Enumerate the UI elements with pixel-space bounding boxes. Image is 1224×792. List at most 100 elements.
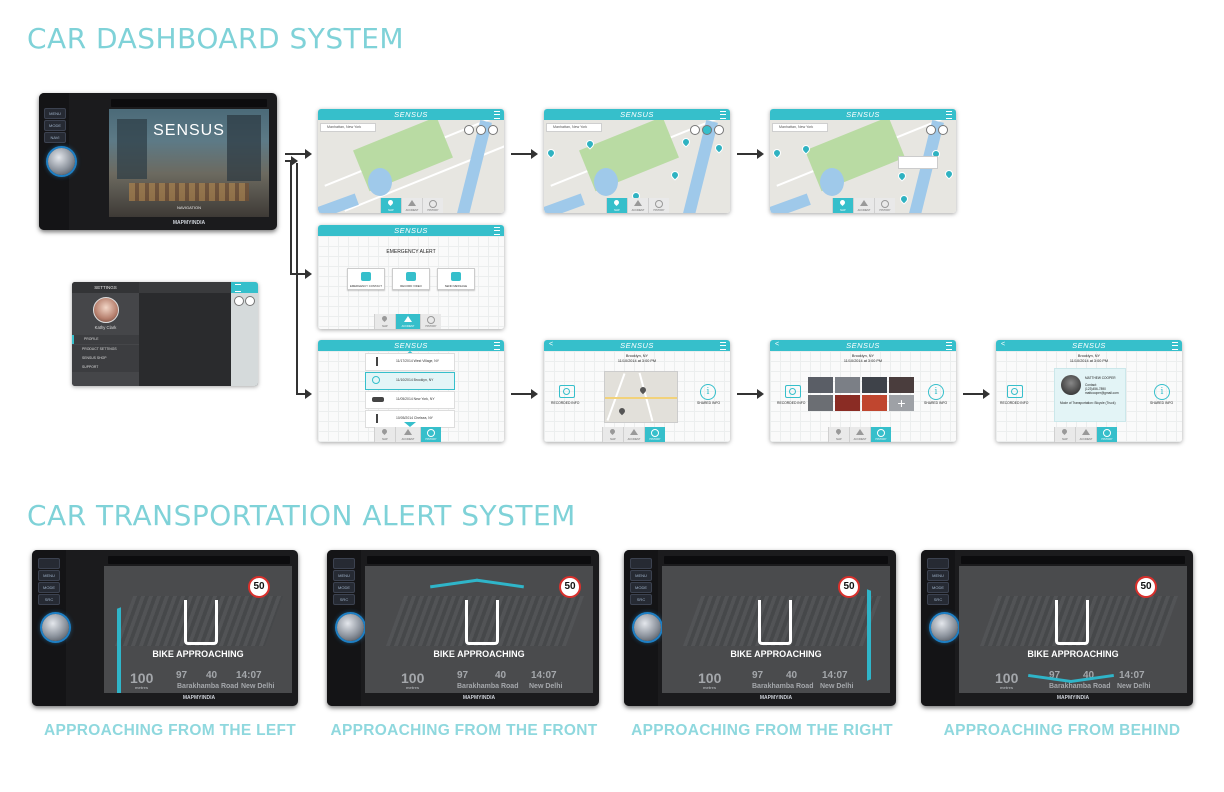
back-icon[interactable]: < xyxy=(1001,341,1006,348)
info-icon[interactable]: i xyxy=(700,384,716,400)
alert-screen[interactable]: 50 BIKE APPROACHING 100 metres 97 40 14:… xyxy=(959,566,1187,693)
person-filter-icon[interactable] xyxy=(476,125,486,135)
tab-map[interactable]: MAP xyxy=(1054,427,1075,442)
record-icon[interactable] xyxy=(1007,385,1023,398)
splash-screen[interactable]: SENSUS NAVIGATION xyxy=(109,109,269,217)
ride-map[interactable] xyxy=(604,371,678,423)
menu-button[interactable]: MENU xyxy=(333,570,355,581)
tab-accident[interactable]: ACCIDENT xyxy=(849,427,870,442)
tab-map[interactable]: MAP xyxy=(380,198,401,213)
photo-thumbnail[interactable] xyxy=(889,377,914,393)
tab-history[interactable]: HISTORY xyxy=(1096,427,1117,442)
mode-button[interactable]: MODE xyxy=(38,582,60,593)
ride-item[interactable]: 11/10/2014 Brooklyn, NY xyxy=(365,372,455,390)
volume-knob[interactable] xyxy=(48,148,75,175)
bike-filter-icon[interactable] xyxy=(464,125,474,135)
menu-icon[interactable] xyxy=(1172,342,1178,350)
map-view[interactable] xyxy=(318,120,504,213)
bike-filter-icon[interactable] xyxy=(234,296,244,306)
menu-button[interactable]: MENU xyxy=(38,570,60,581)
record-icon[interactable] xyxy=(559,385,575,398)
photo-thumbnail[interactable] xyxy=(808,395,833,411)
menu-icon[interactable] xyxy=(946,342,952,350)
settings-item-profile[interactable]: PROFILE xyxy=(72,335,139,344)
menu-icon[interactable] xyxy=(494,227,500,235)
nav-button[interactable] xyxy=(927,558,949,569)
map-view[interactable] xyxy=(770,120,956,213)
tab-accident[interactable]: ACCIDENT xyxy=(401,198,422,213)
info-icon[interactable]: i xyxy=(1154,384,1170,400)
alert-screen[interactable]: 50 BIKE APPROACHING 100 metres 97 40 14:… xyxy=(365,566,593,693)
tab-history[interactable]: HISTORY xyxy=(644,427,665,442)
send-message-button[interactable]: SEND MESSAGE xyxy=(437,268,475,290)
tab-accident[interactable]: ACCIDENT xyxy=(395,314,420,329)
contact-email[interactable]: mattcooper@gmail.com xyxy=(1085,391,1119,395)
bike-pin[interactable] xyxy=(669,169,681,181)
src-button[interactable]: SRC xyxy=(630,594,652,605)
src-button[interactable]: SRC xyxy=(927,594,949,605)
settings-item-support[interactable]: SUPPORT xyxy=(72,363,139,372)
tab-map[interactable]: MAP xyxy=(602,427,623,442)
tab-map[interactable]: MAP xyxy=(832,198,853,213)
bike-filter-icon[interactable] xyxy=(926,125,936,135)
settings-item-shop[interactable]: SENSUS SHOP xyxy=(72,354,139,363)
bike-pin[interactable] xyxy=(898,193,910,205)
photo-thumbnail[interactable] xyxy=(862,377,887,393)
mode-button[interactable]: MODE xyxy=(630,582,652,593)
back-icon[interactable]: < xyxy=(549,341,554,348)
back-icon[interactable]: < xyxy=(775,341,780,348)
scroll-down-icon[interactable] xyxy=(404,422,416,427)
bike-pin[interactable] xyxy=(771,147,783,159)
location-search-input[interactable]: Manhattan, New York xyxy=(772,123,828,132)
settings-item-product-settings[interactable]: PRODUCT SETTINGS xyxy=(72,345,139,354)
person-filter-icon[interactable] xyxy=(702,125,712,135)
tab-map[interactable]: MAP xyxy=(374,427,395,442)
bike-filter-icon[interactable] xyxy=(690,125,700,135)
nav-button[interactable] xyxy=(38,558,60,569)
location-search-input[interactable]: Manhattan, New York xyxy=(546,123,602,132)
more-icon[interactable] xyxy=(714,125,724,135)
tab-accident[interactable]: ACCIDENT xyxy=(395,427,420,442)
record-video-button[interactable]: RECORD VIDEO xyxy=(392,268,430,290)
bike-pin[interactable] xyxy=(713,142,725,154)
menu-button[interactable]: MENU xyxy=(630,570,652,581)
menu-icon[interactable] xyxy=(494,342,500,350)
ride-item[interactable]: 11/17/2014 West Village, NY xyxy=(365,353,455,371)
menu-icon[interactable] xyxy=(720,111,726,119)
menu-button[interactable]: MENU xyxy=(927,570,949,581)
src-button[interactable]: SRC xyxy=(333,594,355,605)
navi-button[interactable]: NAVI xyxy=(44,132,66,143)
tab-map[interactable]: MAP xyxy=(828,427,849,442)
contact-phone[interactable]: (123)456-7890 xyxy=(1085,387,1106,391)
alert-screen[interactable]: 50 BIKE APPROACHING 100 metres 97 40 14:… xyxy=(662,566,890,693)
src-button[interactable]: SRC xyxy=(38,594,60,605)
menu-icon[interactable] xyxy=(946,111,952,119)
bike-pin[interactable] xyxy=(896,170,908,182)
tab-history[interactable]: HISTORY xyxy=(874,198,895,213)
volume-knob[interactable] xyxy=(931,614,958,641)
tab-accident[interactable]: ACCIDENT xyxy=(1075,427,1096,442)
menu-icon[interactable] xyxy=(235,284,241,292)
more-icon[interactable] xyxy=(245,296,255,306)
tab-history[interactable]: HISTORY xyxy=(420,314,441,329)
menu-button[interactable]: MENU xyxy=(44,108,66,119)
bike-pin[interactable] xyxy=(545,147,557,159)
mode-button[interactable]: MODE xyxy=(333,582,355,593)
avatar[interactable] xyxy=(93,297,119,323)
record-icon[interactable] xyxy=(785,385,801,398)
bike-pin[interactable] xyxy=(943,168,955,180)
tab-accident[interactable]: ACCIDENT xyxy=(623,427,644,442)
ride-item[interactable]: 11/05/2014 New York, NY xyxy=(365,391,455,409)
photo-thumbnail[interactable] xyxy=(808,377,833,393)
tab-accident[interactable]: ACCIDENT xyxy=(853,198,874,213)
tab-history[interactable]: HISTORY xyxy=(870,427,891,442)
photo-thumbnail[interactable] xyxy=(835,377,860,393)
more-icon[interactable] xyxy=(938,125,948,135)
mode-button[interactable]: MODE xyxy=(44,120,66,131)
info-icon[interactable]: i xyxy=(928,384,944,400)
menu-icon[interactable] xyxy=(720,342,726,350)
add-photo-button[interactable]: + xyxy=(889,395,914,411)
photo-thumbnail[interactable] xyxy=(835,395,860,411)
photo-thumbnail[interactable] xyxy=(862,395,887,411)
more-icon[interactable] xyxy=(488,125,498,135)
